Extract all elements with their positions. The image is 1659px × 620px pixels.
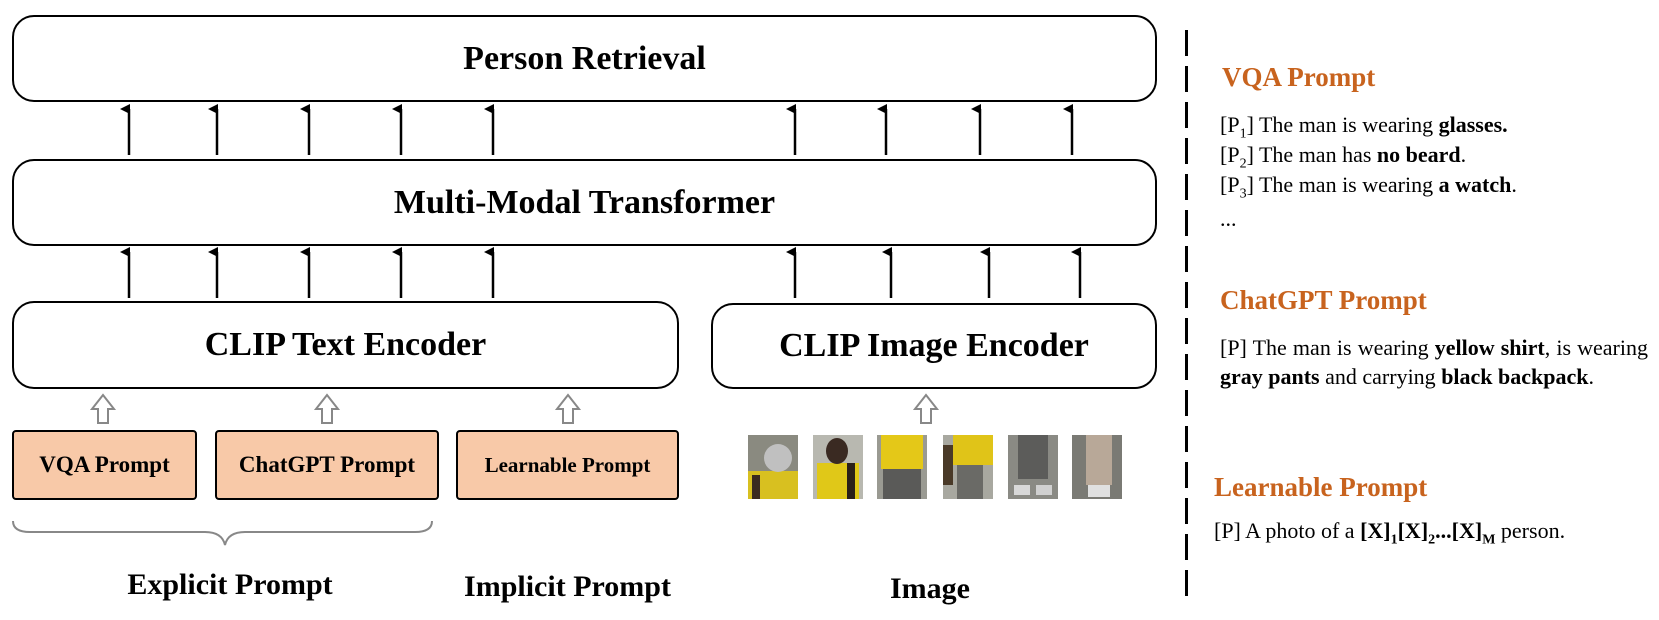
divider-segment-15 xyxy=(1185,534,1188,560)
chatgpt-prompt-title: ChatGPT Prompt xyxy=(1220,285,1427,315)
divider-segment-14 xyxy=(1185,498,1188,524)
divider-segment-9 xyxy=(1185,318,1188,344)
pedestrian-image-2 xyxy=(813,435,863,499)
vqa-line-2-sub: 2 xyxy=(1239,156,1247,172)
vqa-line-1-tag: [P xyxy=(1220,112,1240,137)
learnable-pre: [P] A photo of a xyxy=(1214,518,1361,543)
connector-arrows xyxy=(12,104,1082,546)
vqa-line-1-bold: glasses. xyxy=(1438,112,1508,137)
divider-segment-12 xyxy=(1185,426,1188,452)
learnable-prompt-title: Learnable Prompt xyxy=(1214,472,1428,502)
vqa-prompt-title: VQA Prompt xyxy=(1222,62,1376,92)
pedestrian-image-6 xyxy=(1072,435,1122,499)
divider-segment-11 xyxy=(1185,390,1188,416)
learnable-s3: M xyxy=(1482,532,1496,548)
vqa-line-3-sub: 3 xyxy=(1239,186,1247,202)
chatgpt-text-4: . xyxy=(1588,364,1595,389)
image-caption: Image xyxy=(890,572,970,605)
vqa-line-3: [P3] The man is wearing a watch. xyxy=(1220,172,1517,202)
multi-modal-transformer-label: Multi-Modal Transformer xyxy=(393,183,776,221)
divider-segment-7 xyxy=(1185,246,1188,272)
implicit-prompt-caption: Implicit Prompt xyxy=(464,570,671,603)
vqa-line-3-text: The man is wearing xyxy=(1253,172,1439,197)
vqa-prompt-box: VQA Prompt xyxy=(12,430,197,500)
divider-segment-10 xyxy=(1185,354,1188,380)
vqa-line-2-end: . xyxy=(1460,142,1467,167)
explicit-prompt-caption: Explicit Prompt xyxy=(127,568,333,601)
divider-segment-13 xyxy=(1185,462,1188,488)
learnable-prompt-label: Learnable Prompt xyxy=(484,452,651,477)
clip-text-encoder-label: CLIP Text Encoder xyxy=(204,326,487,363)
vqa-line-3-end: . xyxy=(1511,172,1517,197)
chatgpt-text-3: and carrying xyxy=(1319,364,1442,389)
vqa-line-1: [P1] The man is wearing glasses. xyxy=(1220,112,1508,142)
divider-segment-8 xyxy=(1185,282,1188,308)
hollow-up-arrows xyxy=(89,393,940,424)
vqa-line-2-tag: [P xyxy=(1220,142,1240,167)
learnable-s1: 1 xyxy=(1390,532,1398,548)
clip-image-encoder-label: CLIP Image Encoder xyxy=(779,327,1089,364)
divider-segment-6 xyxy=(1185,210,1188,236)
learnable-post: person. xyxy=(1495,518,1566,543)
learnable-s2: 2 xyxy=(1428,532,1436,548)
vqa-line-1-close: ] xyxy=(1246,112,1254,137)
vqa-line-2-text: The man has xyxy=(1253,142,1377,167)
divider-segment-3 xyxy=(1185,102,1188,128)
chatgpt-bold-3: black backpack xyxy=(1441,364,1589,389)
clip-text-encoder-box: CLIP Text Encoder xyxy=(12,301,679,389)
transformer-to-retrieval-arrows xyxy=(120,104,1074,155)
learnable-prompt-text: [P] A photo of a [X]1[X]2...[X]M person. xyxy=(1214,518,1565,548)
person-retrieval-label: Person Retrieval xyxy=(463,39,706,77)
learnable-dots: ... xyxy=(1435,518,1452,543)
pedestrian-image-4 xyxy=(943,435,993,499)
learnable-prompt-box: Learnable Prompt xyxy=(456,430,679,500)
explicit-prompt-brace xyxy=(12,520,433,546)
learnable-x3: [X] xyxy=(1451,518,1483,543)
divider-segment-1 xyxy=(1185,30,1188,56)
learnable-x2: [X] xyxy=(1397,518,1429,543)
encoder-to-transformer-arrows xyxy=(120,247,1082,298)
vqa-line-2: [P2] The man has no beard. xyxy=(1220,142,1466,172)
chatgpt-prompt-box: ChatGPT Prompt xyxy=(215,430,439,500)
chatgpt-bold-1: yellow shirt xyxy=(1434,335,1545,360)
clip-image-encoder-box: CLIP Image Encoder xyxy=(711,303,1157,389)
vqa-line-3-tag: [P xyxy=(1220,172,1240,197)
vqa-line-2-bold: no beard xyxy=(1376,142,1461,167)
vqa-ellipsis: ... xyxy=(1220,206,1237,231)
vqa-line-1-text: The man is wearing xyxy=(1253,112,1439,137)
person-retrieval-box: Person Retrieval xyxy=(12,15,1157,102)
pedestrian-image-5 xyxy=(1008,435,1058,499)
divider-segment-5 xyxy=(1185,174,1188,200)
vqa-prompt-label: VQA Prompt xyxy=(39,452,170,477)
learnable-x1: [X] xyxy=(1360,518,1391,543)
chatgpt-text-2: , is wearing xyxy=(1544,335,1648,360)
divider-segment-4 xyxy=(1185,138,1188,164)
vqa-line-3-bold: a watch xyxy=(1438,172,1512,197)
vqa-line-2-close: ] xyxy=(1246,142,1254,167)
pedestrian-image-3 xyxy=(877,435,927,499)
pedestrian-image-1 xyxy=(748,435,798,499)
chatgpt-text-1: [P] The man is wearing xyxy=(1220,335,1435,360)
divider-segment-2 xyxy=(1185,66,1188,92)
chatgpt-prompt-label: ChatGPT Prompt xyxy=(238,452,416,477)
chatgpt-bold-2: gray pants xyxy=(1220,364,1320,389)
vqa-line-1-sub: 1 xyxy=(1239,126,1247,142)
divider-segment-16 xyxy=(1185,570,1188,596)
multi-modal-transformer-box: Multi-Modal Transformer xyxy=(12,159,1157,246)
vqa-line-3-close: ] xyxy=(1246,172,1254,197)
chatgpt-prompt-text: [P] The man is wearing yellow shirt, is … xyxy=(1220,333,1648,391)
